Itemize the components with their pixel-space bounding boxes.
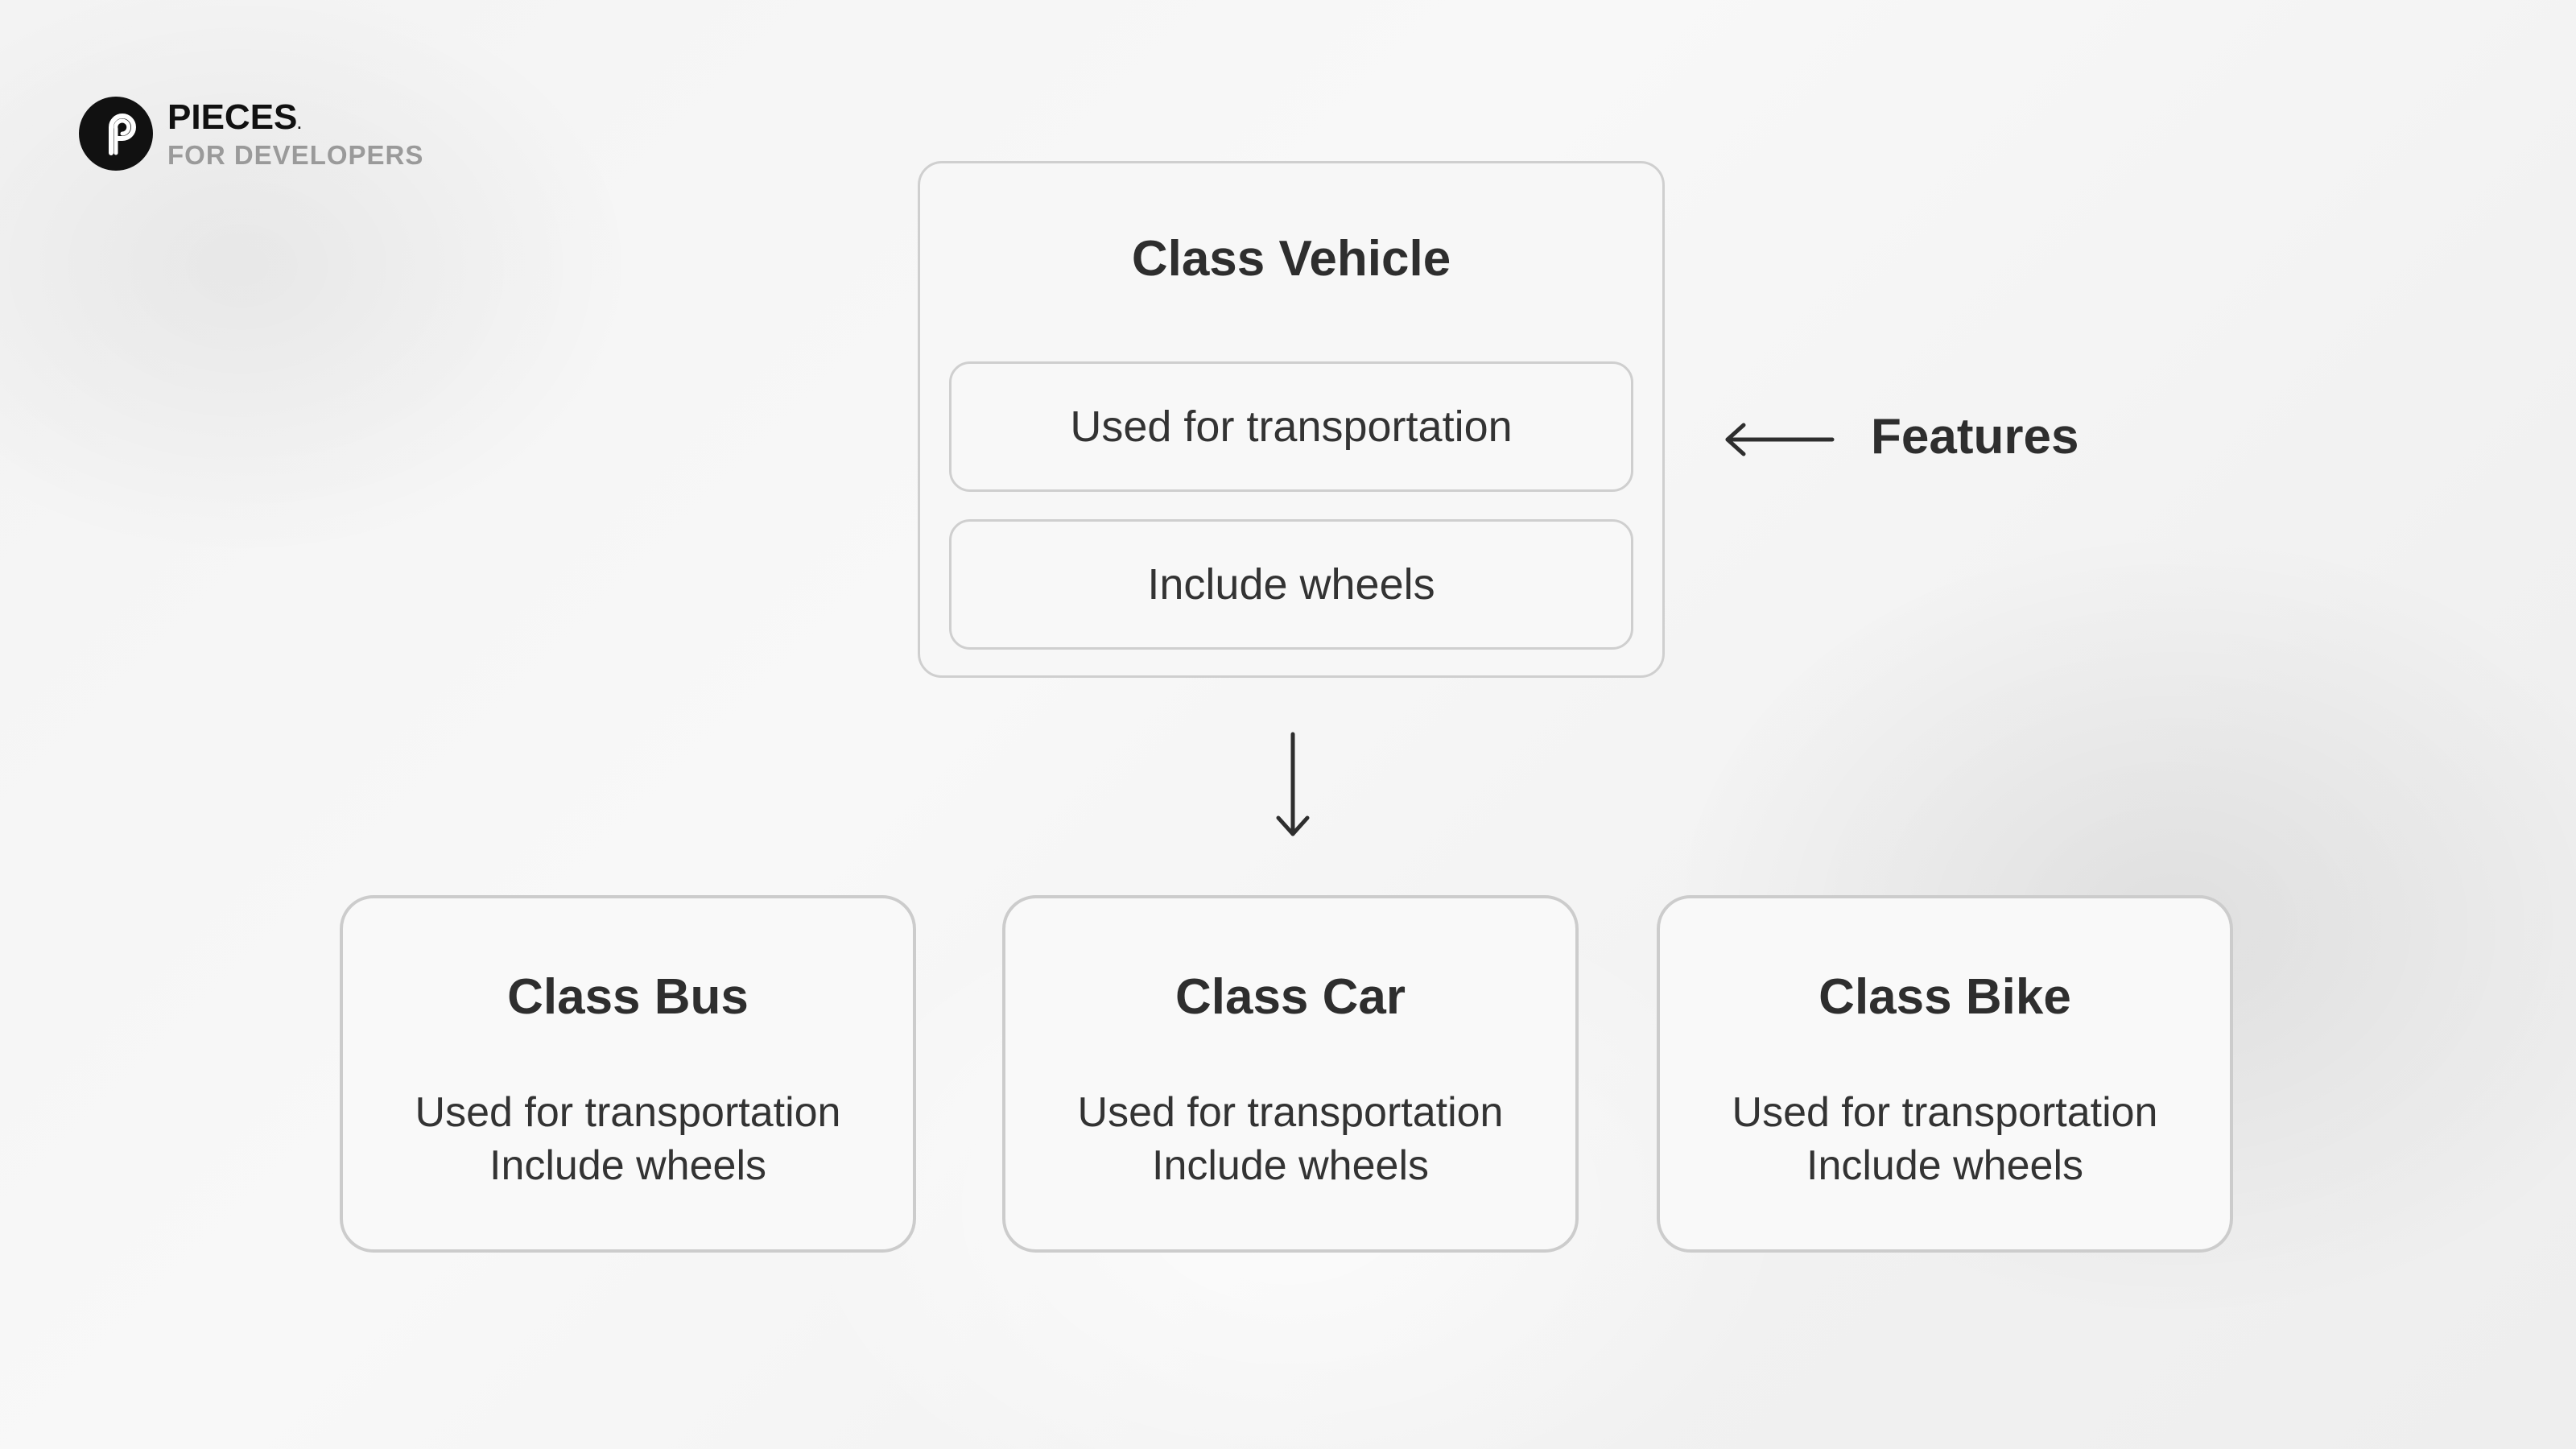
child-class-bike: Class Bike Used for transportation Inclu… (1657, 895, 2233, 1253)
child-class-title: Class Car (1174, 969, 1406, 1025)
child-feature-wheels: Include wheels (489, 1142, 766, 1189)
logo-text: PIECES. FOR DEVELOPERS (167, 97, 424, 170)
logo-subtitle: FOR DEVELOPERS (167, 139, 424, 170)
parent-feature-wheels: Include wheels (949, 519, 1633, 650)
parent-feature-transportation: Used for transportation (949, 361, 1633, 492)
child-feature-transportation: Used for transportation (1077, 1089, 1504, 1136)
child-class-car: Class Car Used for transportation Includ… (1002, 895, 1579, 1253)
logo-name-mark: . (297, 115, 302, 132)
brand-logo: PIECES. FOR DEVELOPERS (79, 97, 423, 171)
parent-class-box: Class Vehicle Used for transportation In… (918, 161, 1665, 678)
child-feature-transportation: Used for transportation (415, 1089, 841, 1136)
child-feature-wheels: Include wheels (1152, 1142, 1429, 1189)
child-feature-wheels: Include wheels (1806, 1142, 2083, 1189)
logo-name-text: PIECES (167, 97, 298, 137)
child-class-bus: Class Bus Used for transportation Includ… (340, 895, 916, 1253)
arrow-left-icon (1725, 423, 1835, 456)
pieces-logo-icon (79, 97, 153, 171)
features-label: Features (1871, 409, 2079, 464)
child-feature-transportation: Used for transportation (1732, 1089, 2158, 1136)
parent-class-title: Class Vehicle (1131, 231, 1451, 287)
arrow-down-icon (1276, 732, 1310, 836)
child-class-title: Class Bus (507, 969, 749, 1025)
logo-name: PIECES. (167, 97, 423, 137)
child-class-title: Class Bike (1818, 969, 2071, 1025)
